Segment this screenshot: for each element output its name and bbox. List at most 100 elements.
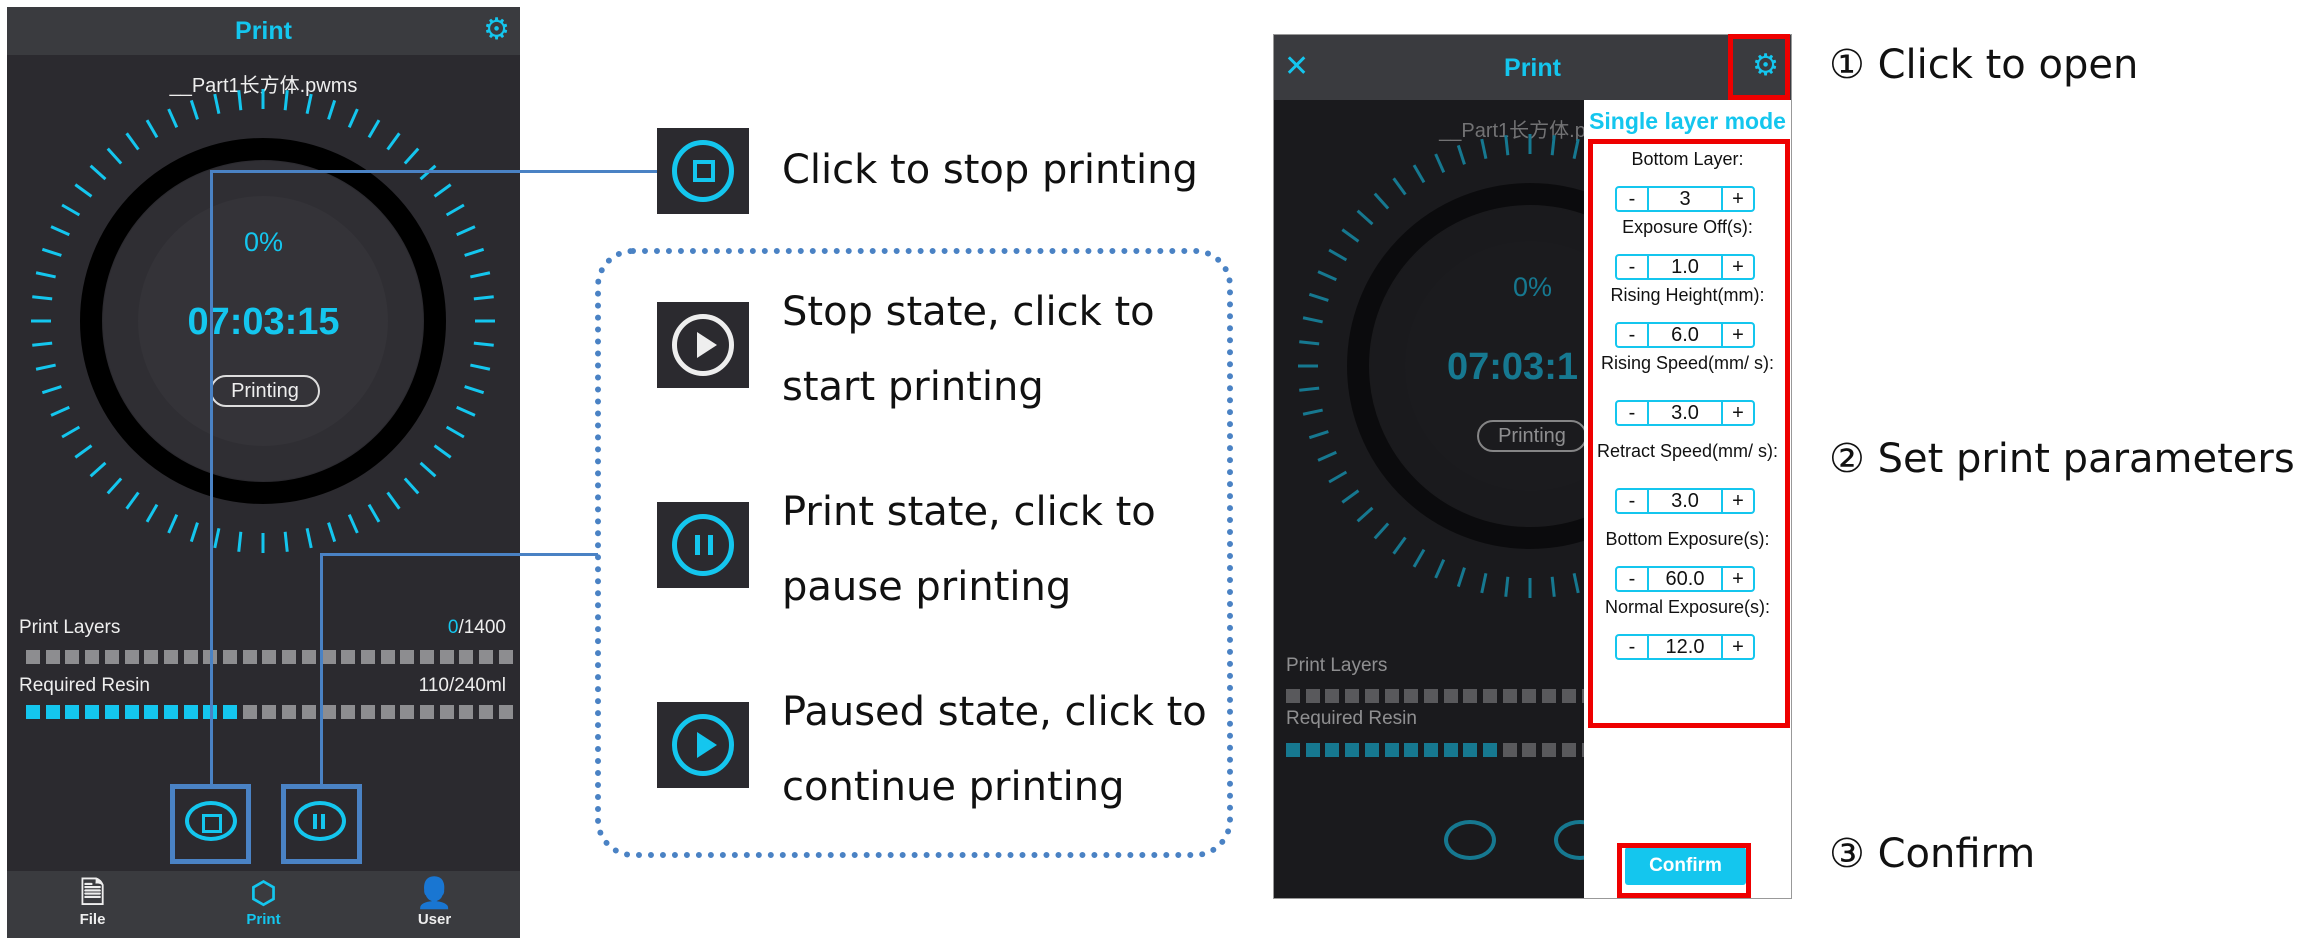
param-value-input[interactable]: 1.0 (1647, 256, 1723, 278)
param-label: Bottom Layer: (1631, 149, 1744, 169)
gear-icon[interactable]: ⚙ (483, 13, 510, 46)
callout-line (210, 170, 657, 173)
dial-tick (1504, 576, 1510, 597)
print-screen: Print ⚙ __Part1长方体.pwms 0% 07:03:15 Prin… (7, 7, 520, 938)
decrement-button[interactable]: - (1628, 568, 1636, 590)
bar-segment (1522, 743, 1537, 757)
pause-button[interactable] (294, 801, 346, 841)
bar-segment (183, 650, 198, 664)
confirm-button[interactable]: Confirm (1625, 847, 1746, 885)
bar-segment (301, 705, 316, 719)
dial-tick (1456, 144, 1466, 165)
param-value-input[interactable]: 3.0 (1647, 490, 1723, 512)
dial-tick (403, 477, 420, 495)
step-1-label: ① Click to open (1829, 42, 2139, 88)
pause-description-1: Print state, click to (782, 489, 1156, 535)
param-value-input[interactable]: 12.0 (1647, 636, 1723, 658)
time-remaining: 07:03:15 (187, 301, 340, 343)
dial-tick (1480, 573, 1488, 594)
dial-tick (1392, 536, 1407, 555)
param-label: Rising Height(mm): (1610, 285, 1765, 305)
dial-tick (305, 528, 313, 549)
dial-tick (1373, 522, 1390, 540)
param-stepper: -3 + (1615, 186, 1755, 212)
dial-tick (470, 271, 491, 279)
bar-segment (124, 705, 139, 719)
increment-button[interactable]: + (1732, 256, 1744, 278)
bar-segment (400, 705, 415, 719)
nav-file[interactable]: 🗎File (7, 871, 178, 938)
dial-tick (386, 491, 401, 510)
page-title: Print (1504, 54, 1561, 82)
decrement-button[interactable]: - (1628, 402, 1636, 424)
bar-segment (104, 705, 119, 719)
dial-tick (125, 132, 140, 151)
bar-segment (1384, 743, 1399, 757)
required-resin-value: 110/240ml (418, 675, 506, 696)
dial-inner (138, 196, 388, 446)
dial-tick (1456, 567, 1466, 588)
bar-segment (242, 705, 257, 719)
step-2-label: ② Set print parameters (1829, 436, 2295, 482)
dial-tick (456, 405, 476, 417)
param-label: Rising Speed(mm/ s): (1600, 353, 1775, 373)
time-remaining: 07:03:1 (1447, 346, 1578, 388)
start-description-2: start printing (782, 364, 1044, 410)
bar-segment (65, 705, 80, 719)
dial-tick (445, 203, 465, 217)
increment-button[interactable]: + (1732, 636, 1744, 658)
param-value-input[interactable]: 3 (1647, 188, 1723, 210)
decrement-button[interactable]: - (1628, 324, 1636, 346)
bar-segment (360, 650, 375, 664)
param-value-input[interactable]: 6.0 (1647, 324, 1723, 346)
print-layers-bar (26, 650, 513, 666)
status-badge: Printing (210, 375, 320, 407)
dial-tick (1550, 576, 1556, 597)
nav-print[interactable]: ⬡Print (178, 871, 349, 938)
layers-total: /1400 (458, 617, 506, 638)
bar-segment (1463, 689, 1478, 703)
increment-button[interactable]: + (1732, 324, 1744, 346)
increment-button[interactable]: + (1732, 188, 1744, 210)
bar-segment (341, 705, 356, 719)
decrement-button[interactable]: - (1628, 636, 1636, 658)
dial-tick (456, 225, 476, 237)
nav-label: User (417, 911, 452, 928)
bar-segment (1404, 689, 1419, 703)
dial-tick (305, 93, 313, 114)
close-icon[interactable]: ✕ (1284, 50, 1310, 83)
bar-segment (1345, 689, 1360, 703)
dial-tick (347, 514, 359, 534)
bar-segment (85, 650, 100, 664)
bar-segment (1502, 689, 1517, 703)
increment-button[interactable]: + (1732, 490, 1744, 512)
bar-segment (183, 705, 198, 719)
bar-segment (26, 650, 40, 664)
increment-button[interactable]: + (1732, 402, 1744, 424)
dial-tick (470, 363, 491, 371)
decrement-button[interactable]: - (1628, 256, 1636, 278)
required-resin-bar (26, 705, 513, 721)
decrement-button[interactable]: - (1628, 188, 1636, 210)
callout-line (320, 553, 323, 784)
bar-segment (1483, 743, 1497, 757)
stop-button[interactable] (185, 801, 237, 841)
gear-icon[interactable]: ⚙ (1752, 49, 1779, 82)
param-value-input[interactable]: 3.0 (1647, 402, 1723, 424)
nav-user[interactable]: 👤User (349, 871, 520, 938)
dial-tick (167, 514, 179, 534)
continue-icon-sample (657, 702, 749, 788)
param-stepper: -12.0 + (1615, 634, 1755, 660)
increment-button[interactable]: + (1732, 568, 1744, 590)
progress-percent: 0% (243, 227, 284, 257)
param-stepper: -6.0 + (1615, 322, 1755, 348)
bar-segment (144, 650, 159, 664)
decrement-button[interactable]: - (1628, 490, 1636, 512)
play-icon (672, 714, 734, 776)
bar-segment (104, 650, 119, 664)
param-value-input[interactable]: 60.0 (1647, 568, 1723, 590)
dial-tick (1308, 292, 1329, 302)
dial-tick (1308, 430, 1329, 440)
bar-segment (459, 650, 474, 664)
bar-segment (1502, 743, 1517, 757)
